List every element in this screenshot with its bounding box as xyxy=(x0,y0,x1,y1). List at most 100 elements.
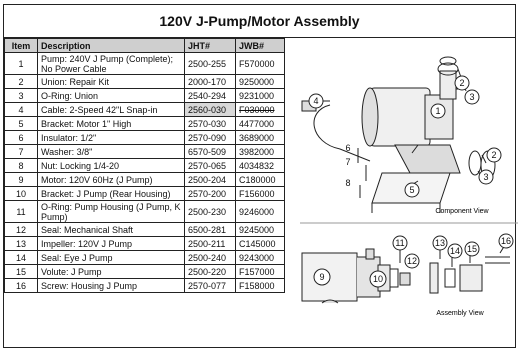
jht-cell: 2570-065 xyxy=(184,158,236,173)
description-cell: O-Ring: Union xyxy=(37,88,185,103)
svg-text:4: 4 xyxy=(313,96,318,106)
jht-cell: 2500-255 xyxy=(184,52,236,75)
callout-7: 7 xyxy=(345,157,350,167)
jht-cell: 2500-220 xyxy=(184,264,236,279)
column-header-description: Description xyxy=(37,38,185,53)
item-cell: 11 xyxy=(4,200,38,223)
jwb-cell: 9243000 xyxy=(235,250,285,265)
jwb-cell: 9245000 xyxy=(235,222,285,237)
volute-drawing xyxy=(459,264,483,292)
svg-text:5: 5 xyxy=(409,185,414,195)
item-cell: 2 xyxy=(4,74,38,89)
jwb-cell: F156000 xyxy=(235,186,285,201)
svg-text:3: 3 xyxy=(469,92,474,102)
description-cell: Impeller: 120V J Pump xyxy=(37,236,185,251)
description-cell: Motor: 120V 60Hz (J Pump) xyxy=(37,172,185,187)
jht-cell: 2570-077 xyxy=(184,278,236,293)
callout-group: 4 3 2 1 2 3 6 7 8 5 9 10 11 12 13 14 15 … xyxy=(308,75,514,288)
table-header-row: Item Description JHT# JWB# xyxy=(4,38,285,53)
jht-cell: 2000-170 xyxy=(184,74,236,89)
item-cell: 6 xyxy=(4,130,38,145)
description-cell: O-Ring: Pump Housing (J Pump, K Pump) xyxy=(37,200,185,223)
item-cell: 14 xyxy=(4,250,38,265)
item-cell: 1 xyxy=(4,52,38,75)
jht-cell: 2500-230 xyxy=(184,200,236,223)
svg-text:12: 12 xyxy=(407,256,417,266)
description-cell: Screw: Housing J Pump xyxy=(37,278,185,293)
callout-4: 4 xyxy=(308,93,324,109)
jht-cell: 2570-090 xyxy=(184,130,236,145)
item-cell: 15 xyxy=(4,264,38,279)
jht-cell: 2500-211 xyxy=(184,236,236,251)
svg-text:11: 11 xyxy=(395,238,404,248)
jwb-cell: C145000 xyxy=(235,236,285,251)
jht-cell: 6570-509 xyxy=(184,144,236,159)
description-cell: Union: Repair Kit xyxy=(37,74,185,89)
component-view-label: Component View xyxy=(435,208,489,215)
callout-3: 3 xyxy=(464,89,480,105)
callout-9: 9 xyxy=(313,268,331,286)
item-cell: 13 xyxy=(4,236,38,251)
jht-cell: 2570-030 xyxy=(184,116,236,131)
jht-cell: 2540-294 xyxy=(184,88,236,103)
description-cell: Cable: 2-Speed 42"L Snap-in xyxy=(37,102,185,117)
jwb-cell: C180000 xyxy=(235,172,285,187)
callout-15: 15 xyxy=(464,241,480,257)
callout-6: 6 xyxy=(345,143,350,153)
callout-14: 14 xyxy=(447,243,463,259)
item-cell: 10 xyxy=(4,186,38,201)
jwb-cell: F158000 xyxy=(235,278,285,293)
callout-2b: 2 xyxy=(486,147,502,163)
svg-text:15: 15 xyxy=(467,244,477,254)
page-title: 120V J-Pump/Motor Assembly xyxy=(4,5,515,38)
jht-cell: 6500-281 xyxy=(184,222,236,237)
description-cell: Insulator: 1/2" xyxy=(37,130,185,145)
svg-text:1: 1 xyxy=(435,106,440,116)
callout-12: 12 xyxy=(404,253,420,269)
jwb-cell: 3982000 xyxy=(235,144,285,159)
jwb-cell: 3689000 xyxy=(235,130,285,145)
assembly-view-label: Assembly View xyxy=(436,310,484,317)
item-cell: 3 xyxy=(4,88,38,103)
jht-cell: 2500-240 xyxy=(184,250,236,265)
callout-1: 1 xyxy=(430,103,446,119)
callout-3b: 3 xyxy=(478,169,494,185)
svg-text:3: 3 xyxy=(483,172,488,182)
svg-text:10: 10 xyxy=(373,274,383,284)
description-cell: Seal: Mechanical Shaft xyxy=(37,222,185,237)
impeller-drawing xyxy=(429,262,439,294)
callout-13: 13 xyxy=(432,235,448,251)
callout-5: 5 xyxy=(404,182,420,198)
description-cell: Bracket: Motor 1" High xyxy=(37,116,185,131)
item-cell: 5 xyxy=(4,116,38,131)
svg-text:2: 2 xyxy=(459,78,464,88)
jht-cell: 2560-030 xyxy=(184,102,236,117)
item-cell: 8 xyxy=(4,158,38,173)
jwb-cell: 9250000 xyxy=(235,74,285,89)
jht-cell: 2570-200 xyxy=(184,186,236,201)
svg-text:6: 6 xyxy=(345,143,350,153)
svg-text:9: 9 xyxy=(319,272,324,282)
description-cell: Pump: 240V J Pump (Complete); No Power C… xyxy=(37,52,185,75)
jwb-cell: 9231000 xyxy=(235,88,285,103)
item-cell: 4 xyxy=(4,102,38,117)
jwb-cell: 9246000 xyxy=(235,200,285,223)
description-cell: Volute: J Pump xyxy=(37,264,185,279)
callout-16: 16 xyxy=(498,233,514,249)
jwb-cell: F030000 xyxy=(235,102,285,117)
callout-8: 8 xyxy=(345,178,350,188)
column-header-jwb: JWB# xyxy=(235,38,285,53)
item-cell: 9 xyxy=(4,172,38,187)
